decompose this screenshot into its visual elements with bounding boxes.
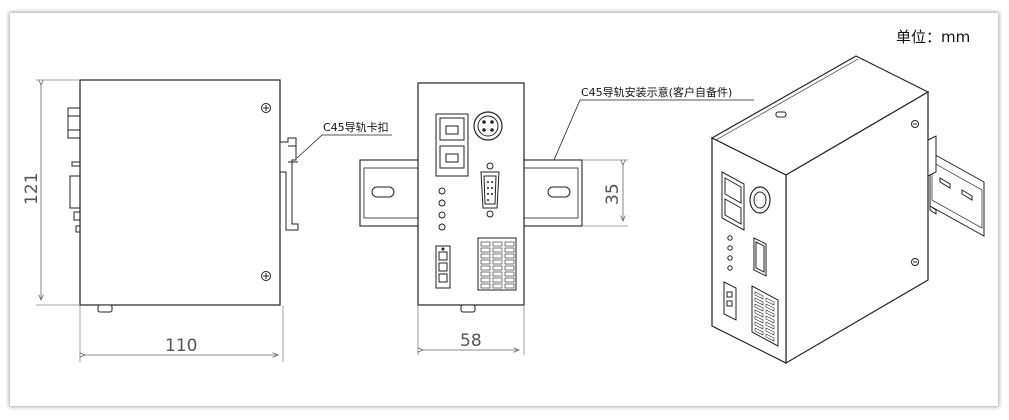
terminal-cell bbox=[480, 241, 491, 247]
screw-icon bbox=[261, 103, 271, 113]
terminal-cell bbox=[492, 259, 503, 265]
terminal-cell bbox=[480, 253, 491, 259]
terminal-cell bbox=[480, 271, 491, 277]
terminal-cell bbox=[504, 271, 515, 277]
screw-icon bbox=[911, 120, 919, 128]
terminal-cell bbox=[754, 291, 764, 300]
terminal-cell bbox=[754, 321, 764, 330]
height-dimension: 121 bbox=[22, 173, 42, 205]
terminal-cell bbox=[754, 315, 764, 324]
ethernet-ports-icon bbox=[435, 113, 469, 177]
terminal-cell bbox=[492, 283, 503, 289]
power-terminal-icon bbox=[435, 245, 451, 289]
terminal-cell bbox=[480, 277, 491, 283]
terminal-cell bbox=[765, 321, 775, 330]
unit-label: 单位：mm bbox=[896, 28, 970, 46]
side-view: 121 110 C45导轨卡扣 bbox=[22, 79, 392, 362]
terminal-cell bbox=[765, 297, 775, 306]
terminal-cell bbox=[754, 303, 764, 312]
terminal-cell bbox=[754, 327, 764, 336]
clip-label: C45导轨卡扣 bbox=[323, 120, 389, 134]
rail-clip bbox=[279, 137, 299, 231]
terminal-cell bbox=[504, 265, 515, 271]
power-connector-icon bbox=[473, 111, 503, 141]
terminal-cell bbox=[480, 247, 491, 253]
terminal-cell bbox=[492, 247, 503, 253]
terminal-cell bbox=[492, 241, 503, 247]
terminal-cell bbox=[765, 327, 775, 336]
terminal-cell bbox=[754, 309, 764, 318]
terminal-cell bbox=[480, 259, 491, 265]
terminal-cell bbox=[480, 265, 491, 271]
terminal-cell bbox=[765, 303, 775, 312]
side-body bbox=[79, 79, 281, 306]
terminal-cell bbox=[765, 315, 775, 324]
terminal-cell bbox=[492, 265, 503, 271]
front-view: 58 35 C45导轨安装示意(客户自备件) bbox=[359, 82, 754, 355]
serial-port-icon bbox=[480, 162, 500, 218]
terminal-cell bbox=[765, 309, 775, 318]
screw-icon bbox=[911, 258, 919, 266]
terminal-cell bbox=[492, 253, 503, 259]
rail-height-dimension: 35 bbox=[603, 183, 623, 205]
terminal-cell bbox=[765, 333, 775, 342]
isometric-view bbox=[710, 55, 985, 365]
terminal-cell bbox=[504, 283, 515, 289]
terminal-cell bbox=[754, 297, 764, 306]
terminal-cell bbox=[504, 247, 515, 253]
terminal-cell bbox=[504, 253, 515, 259]
terminal-cell bbox=[504, 259, 515, 265]
io-terminal-icon bbox=[477, 237, 517, 291]
status-leds bbox=[438, 187, 446, 231]
front-width-dimension: 58 bbox=[460, 331, 482, 351]
terminal-cell bbox=[492, 277, 503, 283]
rail-label: C45导轨安装示意(客户自备件) bbox=[581, 85, 732, 99]
terminal-cell bbox=[504, 277, 515, 283]
terminal-cell bbox=[504, 241, 515, 247]
width-dimension: 110 bbox=[165, 336, 197, 356]
terminal-cell bbox=[492, 271, 503, 277]
screw-icon bbox=[261, 271, 271, 281]
terminal-cell bbox=[480, 283, 491, 289]
